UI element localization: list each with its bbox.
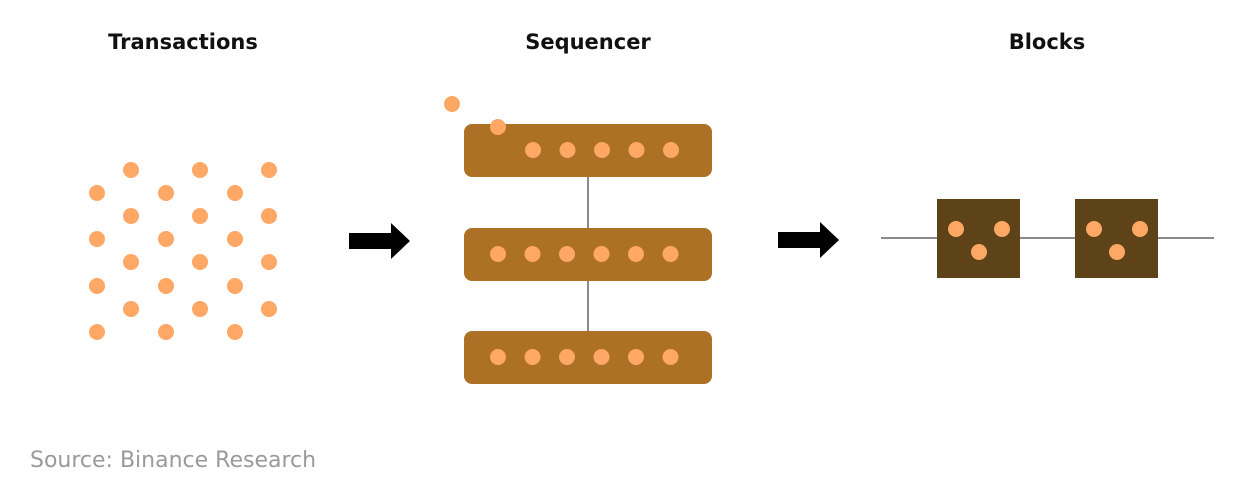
- transaction-dot: [89, 278, 105, 294]
- sequenced-transaction-dot: [628, 142, 645, 158]
- transaction-dot: [261, 208, 277, 224]
- sequenced-transaction-dot: [593, 349, 610, 365]
- transaction-dot: [192, 162, 208, 178]
- block: [1075, 199, 1158, 278]
- sequenced-transaction-dot: [559, 142, 576, 158]
- sequencer-batch-box: [464, 331, 712, 384]
- transaction-dot: [123, 254, 139, 270]
- sequenced-transaction-dot: [663, 142, 679, 158]
- arrow-icon: [778, 222, 839, 258]
- sequenced-transaction-dot: [628, 349, 644, 365]
- transaction-dot: [158, 185, 174, 201]
- transaction-dot: [227, 231, 243, 247]
- sequencer-batch-box: [464, 228, 712, 281]
- transaction-dot: [227, 324, 243, 340]
- transaction-dot: [158, 231, 174, 247]
- transaction-dot: [89, 185, 105, 201]
- sequencer-batch-box: [464, 124, 712, 177]
- sequenced-transaction-dot: [525, 142, 541, 158]
- transactions-group: [89, 162, 277, 340]
- sequenced-transaction-dot: [490, 349, 506, 365]
- transaction-dot: [192, 254, 208, 270]
- block-transaction-dot: [948, 221, 964, 237]
- arrow-icon: [349, 223, 410, 259]
- transaction-dot: [123, 162, 139, 178]
- sequenced-transaction-dot: [628, 246, 644, 262]
- block-transaction-dot: [1109, 244, 1125, 260]
- sequenced-transaction-dot: [593, 246, 610, 262]
- transaction-dot: [192, 301, 208, 317]
- sequencer-title: Sequencer: [525, 30, 651, 54]
- transactions-title: Transactions: [108, 30, 258, 54]
- transaction-dot: [123, 301, 139, 317]
- block: [937, 199, 1020, 278]
- transaction-dot: [89, 231, 105, 247]
- incoming-transaction-dot: [490, 119, 506, 135]
- transaction-dot: [192, 208, 208, 224]
- sequencer-group: [444, 96, 712, 384]
- source-caption: Source: Binance Research: [30, 448, 317, 473]
- blocks-title: Blocks: [1008, 30, 1086, 54]
- block-transaction-dot: [994, 221, 1010, 237]
- sequenced-transaction-dot: [559, 349, 575, 365]
- transaction-dot: [89, 324, 105, 340]
- sequenced-transaction-dot: [490, 246, 506, 262]
- sequenced-transaction-dot: [662, 349, 679, 365]
- sequenced-transaction-dot: [524, 246, 541, 262]
- sequenced-transaction-dot: [559, 246, 575, 262]
- blocks-group: [881, 199, 1214, 278]
- transaction-dot: [261, 254, 277, 270]
- transaction-dot: [261, 301, 277, 317]
- sequenced-transaction-dot: [594, 142, 610, 158]
- sequenced-transaction-dot: [662, 246, 679, 262]
- transaction-dot: [227, 185, 243, 201]
- arrows-group: [349, 222, 839, 259]
- transaction-dot: [261, 162, 277, 178]
- sequenced-transaction-dot: [524, 349, 541, 365]
- transaction-dot: [158, 324, 174, 340]
- transaction-dot: [227, 278, 243, 294]
- block-transaction-dot: [971, 244, 987, 260]
- block-transaction-dot: [1086, 221, 1102, 237]
- block-transaction-dot: [1132, 221, 1148, 237]
- incoming-transaction-dot: [444, 96, 460, 112]
- transaction-dot: [158, 278, 174, 294]
- transaction-dot: [123, 208, 139, 224]
